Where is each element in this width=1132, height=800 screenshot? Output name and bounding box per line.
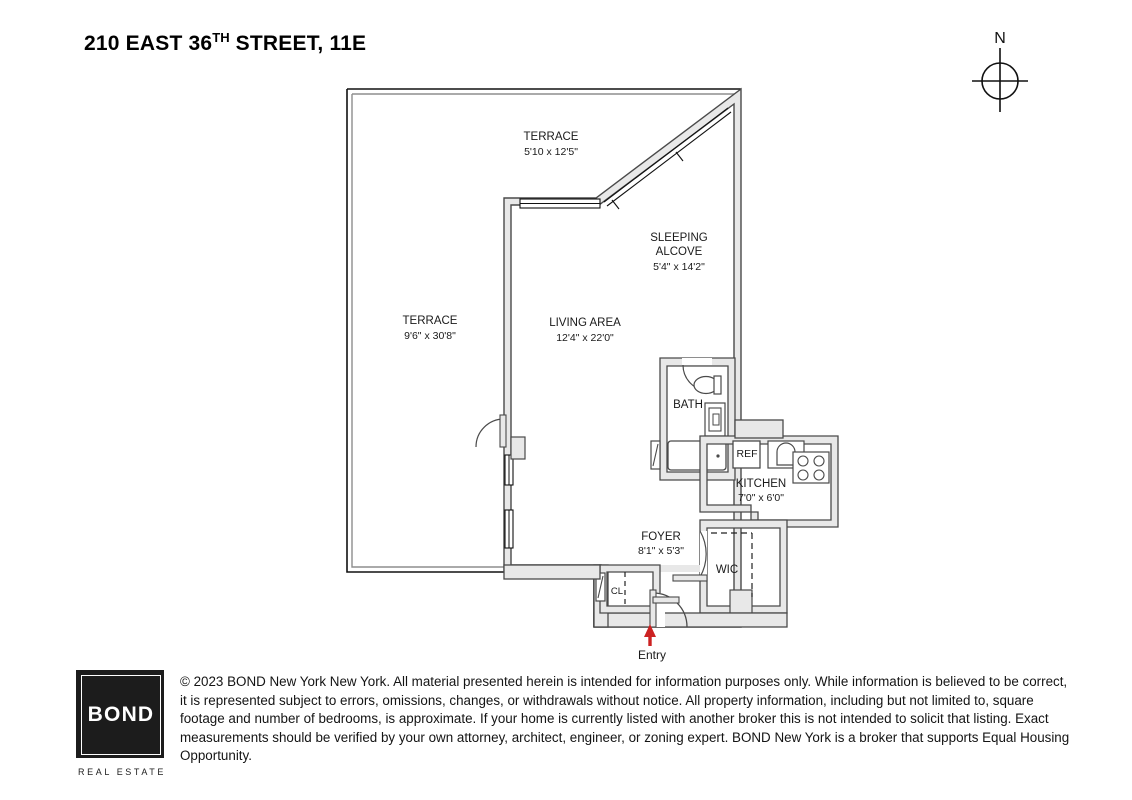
foyer-hall-wall	[503, 564, 601, 580]
bond-logo: BOND REAL ESTATE	[76, 670, 168, 777]
room-labels: TERRACE 5'10 x 12'5" TERRACE 9'6" x 30'8…	[403, 131, 787, 597]
door-entry	[649, 589, 688, 628]
bond-logo-frame: BOND	[81, 675, 161, 755]
label-bath-name: BATH	[673, 399, 703, 411]
kitchen-upper-wall	[734, 419, 784, 439]
label-wic-name: WIC	[716, 564, 738, 576]
label-terrace-north-name: TERRACE	[524, 131, 579, 143]
address-suffix: STREET, 11E	[229, 32, 367, 55]
label-kitchen-name: KITCHEN	[736, 478, 786, 490]
label-terrace-west-dims: 9'6" x 30'8"	[404, 330, 456, 342]
door-wic	[672, 530, 708, 582]
label-living-area-dims: 12'4" x 22'0"	[556, 332, 614, 344]
label-entry: Entry	[638, 648, 666, 662]
window-diagonal	[603, 107, 732, 210]
label-sleeping-alcove-dims: 5'4" x 14'2"	[653, 261, 705, 273]
label-terrace-west-name: TERRACE	[403, 315, 458, 327]
refrigerator-fixture	[732, 440, 761, 469]
label-terrace-north-dims: 5'10 x 12'5"	[524, 146, 578, 158]
apartment-walls	[475, 87, 839, 628]
compass-rose: N	[962, 26, 1038, 112]
foyer-bottom-wall	[593, 612, 788, 628]
floorplan-drawing: TERRACE 5'10 x 12'5" TERRACE 9'6" x 30'8…	[346, 87, 839, 662]
floorplan-svg: TERRACE 5'10 x 12'5" TERRACE 9'6" x 30'8…	[346, 87, 839, 662]
bathtub-fixture	[667, 440, 727, 471]
wall-jog	[510, 436, 526, 460]
label-sleeping-alcove-line1: SLEEPING	[650, 232, 708, 244]
sink-fixture	[704, 402, 726, 437]
toilet-fixture	[693, 375, 722, 395]
label-foyer-dims: 8'1" x 5'3"	[638, 545, 684, 557]
window-bath	[650, 440, 661, 470]
window-west-upper	[504, 454, 514, 486]
compass-rose-icon: N	[972, 30, 1028, 112]
address-prefix: 210 EAST 36	[84, 32, 213, 55]
label-kitchen-dims: 7'0" x 6'0"	[738, 492, 784, 504]
label-living-area-name: LIVING AREA	[549, 317, 621, 329]
label-sleeping-alcove-line2: ALCOVE	[656, 246, 703, 258]
label-foyer-name: FOYER	[641, 531, 681, 543]
entry-arrow-icon	[644, 624, 656, 646]
window-west-lower	[504, 509, 514, 549]
wic-notch	[729, 589, 753, 614]
door-terrace-living	[475, 414, 507, 448]
window-north	[519, 198, 601, 209]
bond-logo-mark: BOND	[76, 670, 164, 758]
address-ordinal: TH	[212, 30, 230, 45]
disclaimer-text: © 2023 BOND New York New York. All mater…	[180, 674, 1070, 763]
page-title: 210 EAST 36TH STREET, 11E	[84, 30, 366, 56]
stove-fixture	[792, 451, 830, 484]
bond-wordmark: BOND	[87, 703, 155, 726]
label-refrigerator: REF	[737, 448, 758, 460]
svg-text:N: N	[994, 30, 1006, 47]
label-closet-name: CL	[611, 586, 623, 597]
footer: BOND REAL ESTATE © 2023 BOND New York Ne…	[0, 662, 1132, 800]
wic-shelf-dashed	[711, 532, 753, 597]
bond-subtitle: REAL ESTATE	[78, 767, 166, 777]
entry-marker: Entry	[638, 624, 666, 662]
